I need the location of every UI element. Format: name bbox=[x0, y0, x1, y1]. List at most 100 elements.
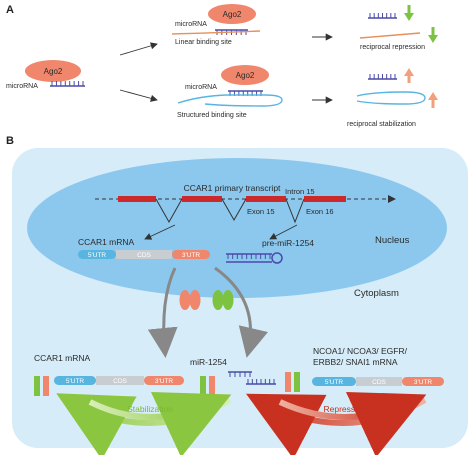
cds-label-nuclear: CDS bbox=[137, 252, 151, 259]
linear-binding-complex: Ago2 microRNA Linear binding site bbox=[171, 4, 261, 46]
level-bar-green-left bbox=[34, 376, 40, 396]
nuclear-pore-orange bbox=[179, 290, 201, 310]
ago2-complex-left: Ago2 microRNA bbox=[6, 60, 85, 90]
repression-arrow-inner bbox=[278, 391, 427, 455]
stabilized-mrna-line bbox=[356, 91, 426, 105]
up-arrowhead-orange-top bbox=[404, 68, 414, 76]
nuclear-mrna-label: CCAR1 mRNA bbox=[78, 237, 135, 247]
utr5-label-target: 5'UTR bbox=[325, 379, 344, 386]
microrna-label-left: microRNA bbox=[6, 83, 38, 90]
pre-mir-loop bbox=[271, 252, 283, 264]
export-arrow-mir bbox=[214, 266, 269, 358]
level-bar-green-target bbox=[294, 372, 300, 392]
utr3-label-nuclear: 3'UTR bbox=[182, 252, 201, 259]
microrna-label-top: microRNA bbox=[175, 21, 207, 28]
arrow-to-linear bbox=[119, 42, 158, 56]
nuclear-pore-green bbox=[212, 290, 234, 310]
panel-a-label: A bbox=[6, 4, 14, 16]
utr5-segment-cyto bbox=[54, 376, 96, 385]
utr3-segment-cyto bbox=[144, 376, 184, 385]
cytoplasmic-ccar1-mrna: CCAR1 mRNA 5'UTR CDS 3'UTR bbox=[34, 353, 215, 396]
cds-segment-target bbox=[356, 377, 402, 386]
structured-mrna-line bbox=[177, 94, 283, 107]
target-mrnas: NCOA1/ NCOA3/ EGFR/ ERBB2/ SNAI1 mRNA 5'… bbox=[285, 346, 444, 392]
level-bar-orange-right bbox=[209, 376, 215, 396]
mir-label: miR-1254 bbox=[190, 357, 227, 367]
pre-mir-1254: pre-miR-1254 bbox=[226, 238, 314, 264]
repression-loop: Repression bbox=[246, 391, 427, 455]
ago2-ellipse-bottom bbox=[221, 65, 269, 85]
primary-transcript: CCAR1 primary transcript Intron 15 Exon … bbox=[95, 183, 396, 224]
nucleus-body bbox=[27, 158, 447, 298]
level-bar-orange-target bbox=[285, 372, 291, 392]
utr5-segment-target bbox=[312, 377, 356, 386]
mir-teeth-a bbox=[229, 372, 251, 377]
arrow-to-mrna bbox=[144, 224, 176, 240]
repression-outcome-label: reciprocal repression bbox=[360, 44, 425, 51]
cds-segment-nuclear bbox=[116, 250, 172, 259]
utr3-label-cyto: 3'UTR bbox=[155, 378, 174, 385]
ago2-label-top: Ago2 bbox=[223, 10, 242, 19]
structured-site-label: Structured binding site bbox=[177, 112, 247, 119]
exon-block-2 bbox=[182, 196, 222, 202]
level-bar-green-right bbox=[200, 376, 206, 396]
microrna-label-bottom: microRNA bbox=[185, 84, 217, 91]
exon-block-3 bbox=[246, 196, 286, 202]
exon15-label: Exon 15 bbox=[247, 207, 275, 216]
targets-line2: ERBB2/ SNAI1 mRNA bbox=[313, 357, 398, 367]
splice-intron-3 bbox=[285, 198, 305, 224]
cytoplasm-label: Cytoplasm bbox=[354, 288, 399, 299]
stabilization-outcome-label: reciprocal stabilization bbox=[347, 121, 416, 128]
ago2-ellipse-left bbox=[25, 60, 81, 82]
nuclear-ccar1-mrna: CCAR1 mRNA 5'UTR CDS 3'UTR bbox=[78, 237, 210, 259]
utr3-segment-target bbox=[402, 377, 444, 386]
mir-teeth-b bbox=[247, 379, 275, 384]
panel-b-label: B bbox=[6, 135, 14, 147]
stabilization-outcome: reciprocal stabilization bbox=[347, 68, 438, 128]
repressed-mrna-line bbox=[359, 32, 421, 39]
nucleus-label: Nucleus bbox=[375, 235, 410, 246]
utr3-segment-nuclear bbox=[172, 250, 210, 259]
exon-block-1 bbox=[118, 196, 156, 202]
mature-mir-1254: miR-1254 bbox=[190, 357, 276, 385]
linear-site-label: Linear binding site bbox=[175, 39, 232, 46]
splice-intron-2 bbox=[221, 198, 247, 222]
primary-transcript-label: CCAR1 primary transcript bbox=[184, 183, 281, 193]
export-arrow-mrna bbox=[147, 267, 178, 358]
arrow-to-pre-mir bbox=[269, 224, 298, 240]
free-microrna-teeth-top bbox=[369, 13, 396, 18]
up-arrowhead-orange-mid bbox=[428, 92, 438, 100]
repression-outcome: reciprocal repression bbox=[359, 5, 438, 51]
splice-intron-1 bbox=[155, 198, 183, 224]
level-bar-orange-left bbox=[43, 376, 49, 396]
cds-label-cyto: CDS bbox=[113, 378, 127, 385]
cds-segment-cyto bbox=[96, 376, 144, 385]
ago2-label-bottom: Ago2 bbox=[236, 71, 255, 80]
cds-label-target: CDS bbox=[372, 379, 386, 386]
stabilization-loop: Stabilization bbox=[56, 391, 232, 455]
linear-mrna-line bbox=[171, 30, 261, 35]
stabilization-arrow-inner bbox=[88, 391, 232, 455]
utr5-segment-nuclear bbox=[78, 250, 116, 259]
down-arrowhead-green-mid bbox=[428, 35, 438, 43]
utr5-label-nuclear: 5'UTR bbox=[88, 252, 107, 259]
structured-binding-complex: Ago2 microRNA Structured binding site bbox=[177, 65, 283, 119]
ago2-label-left: Ago2 bbox=[44, 67, 63, 76]
cyto-mrna-label: CCAR1 mRNA bbox=[34, 353, 91, 363]
utr3-label-target: 3'UTR bbox=[414, 379, 433, 386]
ago2-ellipse-top bbox=[208, 4, 256, 24]
exon-block-4 bbox=[304, 196, 346, 202]
exon16-label: Exon 16 bbox=[306, 207, 334, 216]
down-arrowhead-green-top bbox=[404, 13, 414, 21]
free-microrna-teeth-bottom bbox=[369, 74, 396, 79]
pre-mir-rungs bbox=[227, 254, 271, 259]
utr5-label-cyto: 5'UTR bbox=[66, 378, 85, 385]
pre-mir-label: pre-miR-1254 bbox=[262, 238, 314, 248]
intron-label: Intron 15 bbox=[285, 187, 315, 196]
targets-line1: NCOA1/ NCOA3/ EGFR/ bbox=[313, 346, 408, 356]
stabilization-label: Stabilization bbox=[127, 404, 173, 414]
arrow-to-structured bbox=[119, 89, 158, 102]
repression-label: Repression bbox=[324, 404, 367, 414]
microrna-teeth-left bbox=[51, 81, 84, 86]
